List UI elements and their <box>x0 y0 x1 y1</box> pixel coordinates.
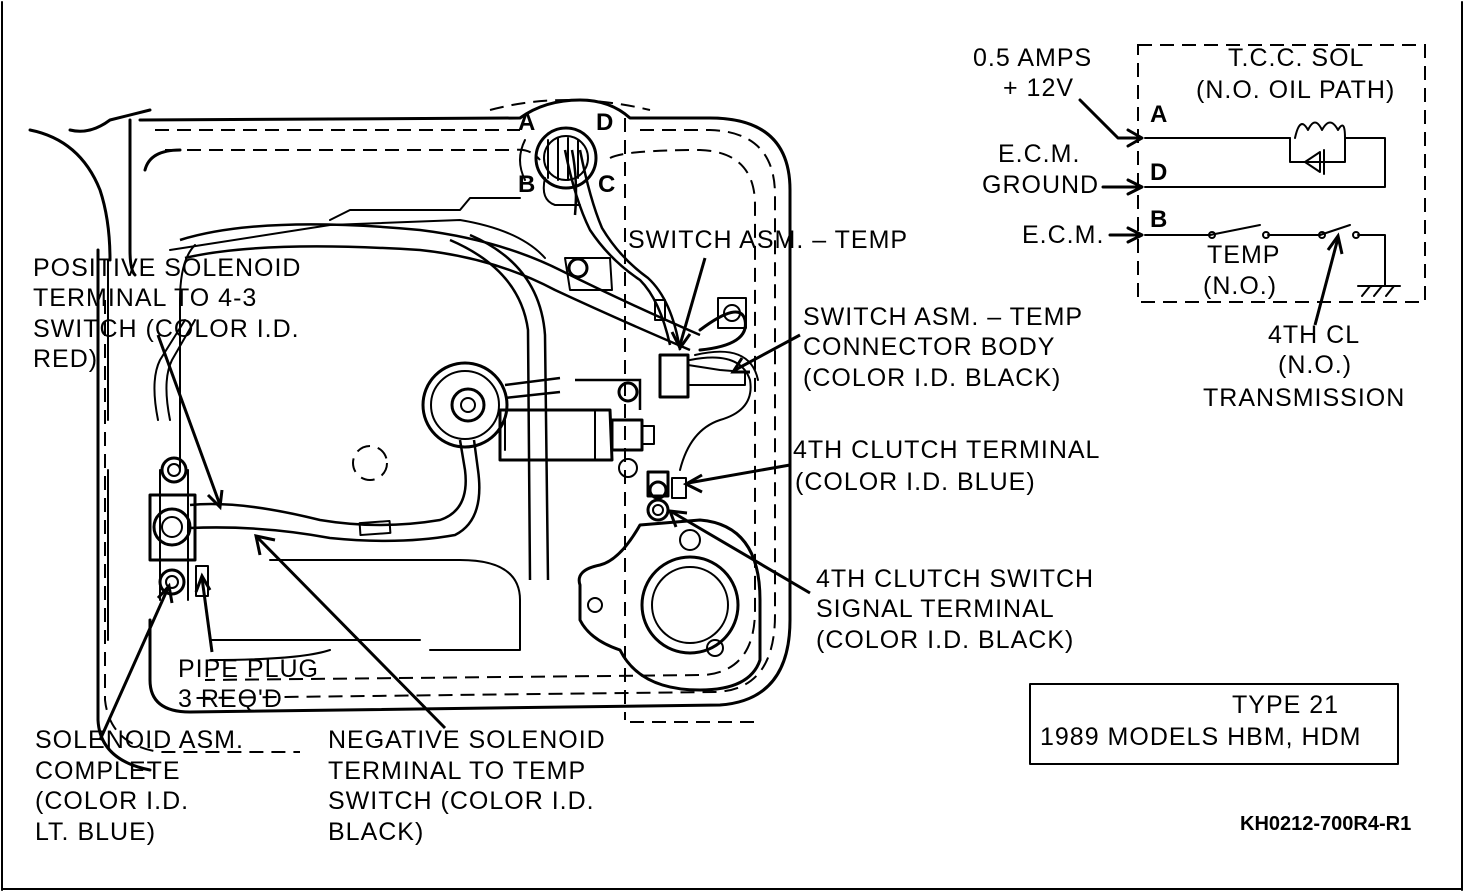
tcc-schematic <box>1078 44 1426 326</box>
callout-neg-sol-1: NEGATIVE SOLENOID <box>328 726 606 754</box>
callout-conn-body-3: (COLOR I.D. BLACK) <box>803 364 1061 392</box>
callout-sol-asm-2: COMPLETE <box>35 757 181 785</box>
callout-sol-asm-1: SOLENOID ASM. <box>35 726 244 754</box>
callout-sol-asm-3: (COLOR I.D. <box>35 787 189 815</box>
callout-pos-sol-3: SWITCH (COLOR I.D. <box>33 315 300 343</box>
schematic-pin-b: B <box>1150 206 1167 233</box>
tcc-title: T.C.C. SOL <box>1228 44 1364 72</box>
schematic-temp-2: (N.O.) <box>1203 272 1277 300</box>
callout-pipe-plug-1: PIPE PLUG <box>178 655 319 683</box>
callout-4th-term-2: (COLOR I.D. BLUE) <box>795 468 1036 496</box>
type-box-line1: TYPE 21 <box>1232 691 1339 719</box>
connector-label-d: D <box>596 109 613 136</box>
schematic-current-label: 0.5 AMPS <box>973 44 1092 72</box>
callout-pos-sol-4: RED) <box>33 345 98 373</box>
schematic-4th-2: (N.O.) <box>1278 351 1352 379</box>
schematic-4th-3: TRANSMISSION <box>1203 384 1405 412</box>
connector-label-a: A <box>518 109 535 136</box>
callout-neg-sol-3: SWITCH (COLOR I.D. <box>328 787 595 815</box>
callout-sol-asm-4: LT. BLUE) <box>35 818 156 846</box>
callout-switch-temp: SWITCH ASM. – TEMP <box>628 226 908 254</box>
transmission-pan-drawing <box>28 98 792 772</box>
connector-label-b: B <box>518 171 535 198</box>
schematic-voltage-label: + 12V <box>1003 74 1074 102</box>
schematic-ecm-ground-2: GROUND <box>982 171 1099 199</box>
connector-label-c: C <box>598 171 615 198</box>
callout-neg-sol-4: BLACK) <box>328 818 424 846</box>
schematic-ecm-ground-1: E.C.M. <box>998 140 1080 168</box>
callout-conn-body-1: SWITCH ASM. – TEMP <box>803 303 1083 331</box>
part-code: KH0212-700R4-R1 <box>1240 813 1411 835</box>
callout-conn-body-2: CONNECTOR BODY <box>803 333 1055 361</box>
schematic-ecm: E.C.M. <box>1022 221 1104 249</box>
callout-4th-sig-1: 4TH CLUTCH SWITCH <box>816 565 1094 593</box>
schematic-4th-1: 4TH CL <box>1268 321 1360 349</box>
callout-pos-sol-1: POSITIVE SOLENOID <box>33 254 301 282</box>
schematic-temp-1: TEMP <box>1207 241 1280 269</box>
type-box: TYPE 21 1989 MODELS HBM, HDM <box>1029 683 1399 765</box>
schematic-pin-d: D <box>1150 159 1167 186</box>
leader-arrows <box>98 257 811 741</box>
type-box-line2: 1989 MODELS HBM, HDM <box>1040 723 1361 751</box>
schematic-pin-a: A <box>1150 101 1167 128</box>
callout-neg-sol-2: TERMINAL TO TEMP <box>328 757 586 785</box>
tcc-subtitle: (N.O. OIL PATH) <box>1196 76 1395 104</box>
callout-4th-sig-3: (COLOR I.D. BLACK) <box>816 626 1074 654</box>
callout-4th-sig-2: SIGNAL TERMINAL <box>816 595 1055 623</box>
callout-4th-term-1: 4TH CLUTCH TERMINAL <box>793 436 1100 464</box>
callout-pipe-plug-2: 3 REQ'D <box>178 685 283 713</box>
callout-pos-sol-2: TERMINAL TO 4-3 <box>33 284 257 312</box>
